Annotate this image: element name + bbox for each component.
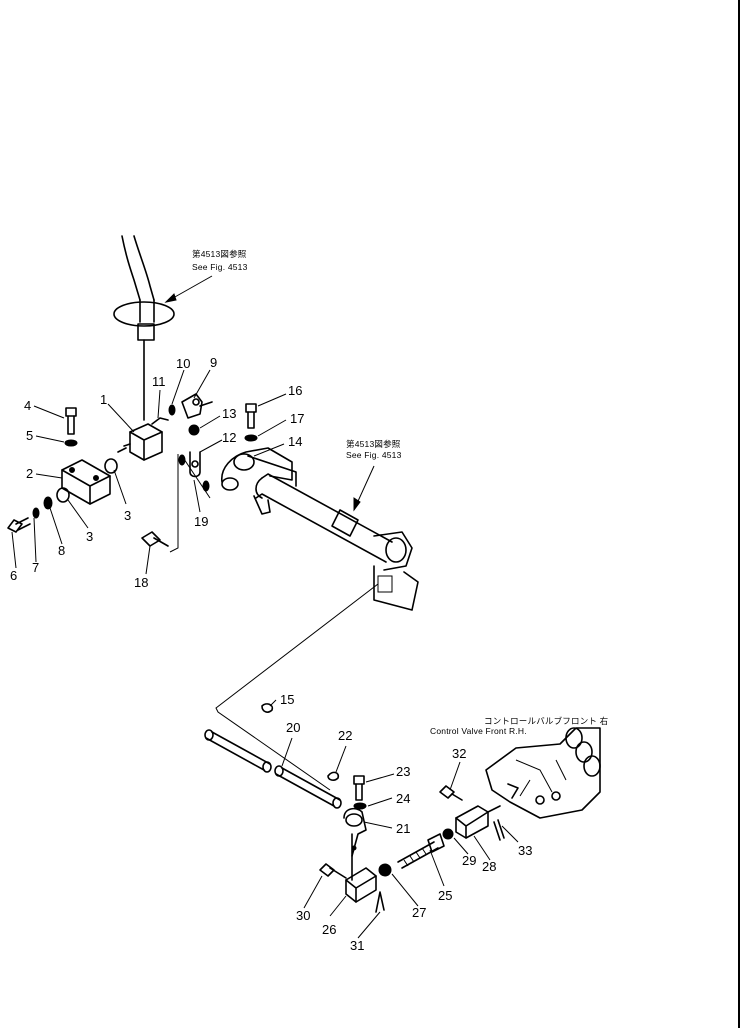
callout-13: 13 (222, 406, 236, 421)
washer-7 (32, 507, 40, 519)
bolt-32 (439, 785, 463, 801)
callout-3-lower: 3 (86, 529, 93, 544)
bushing-lower (56, 487, 70, 503)
callout-6: 6 (10, 568, 17, 583)
callout-18: 18 (134, 575, 148, 590)
leader-lines (11, 369, 519, 939)
callout-20: 20 (286, 720, 300, 735)
page-edge-line (738, 0, 740, 1028)
joint-28 (455, 805, 501, 839)
plate-19 (169, 454, 211, 553)
nut-29 (442, 828, 454, 840)
cotter-pin-31 (375, 891, 385, 913)
callout-9: 9 (210, 355, 217, 370)
bolt-23 (353, 775, 365, 801)
cross-shaft (253, 473, 419, 611)
callout-29: 29 (462, 853, 476, 868)
lever-21 (343, 807, 367, 881)
note-see-fig-mid-en: See Fig. 4513 (346, 450, 402, 460)
callout-32: 32 (452, 746, 466, 761)
bolt-16 (245, 403, 257, 429)
bolt-6 (7, 517, 31, 533)
pin-15 (261, 703, 274, 713)
rod-20 (204, 729, 342, 809)
control-lever (113, 235, 175, 421)
callout-26: 26 (322, 922, 336, 937)
callout-1: 1 (100, 392, 107, 407)
callout-17: 17 (290, 411, 304, 426)
threaded-rod-25 (397, 833, 445, 869)
callout-19: 19 (194, 514, 208, 529)
washer-5 (64, 439, 78, 447)
linkage-path-line (215, 583, 379, 791)
callout-10: 10 (176, 356, 190, 371)
callout-25: 25 (438, 888, 452, 903)
callout-4: 4 (24, 398, 31, 413)
rod-end-9 (181, 393, 213, 419)
bolt-4 (65, 407, 77, 435)
see-fig-top-leader (164, 275, 213, 303)
nut-13 (188, 424, 200, 436)
washer-8 (43, 496, 53, 510)
callout-28: 28 (482, 859, 496, 874)
callout-27: 27 (412, 905, 426, 920)
callout-8: 8 (58, 543, 65, 558)
see-fig-mid-leader (353, 465, 375, 512)
callout-15: 15 (280, 692, 294, 707)
nut-27 (378, 863, 392, 877)
clevis-26 (345, 867, 377, 903)
note-see-fig-top-jp: 第4513図参照 (192, 249, 247, 259)
callout-12: 12 (222, 430, 236, 445)
control-valve (485, 727, 601, 819)
lever-block (117, 423, 163, 461)
washer-24 (353, 802, 367, 810)
callout-2: 2 (26, 466, 33, 481)
note-see-fig-top-en: See Fig. 4513 (192, 262, 248, 272)
callout-labels: 1 2 3 3 4 5 6 7 8 9 10 11 12 13 14 15 16… (10, 355, 532, 953)
note-see-fig-mid-jp: 第4513図参照 (346, 439, 401, 449)
bolt-18 (141, 531, 169, 547)
callout-30: 30 (296, 908, 310, 923)
note-control-valve-en: Control Valve Front R.H. (430, 726, 527, 736)
bushing-upper (104, 458, 118, 474)
callout-5: 5 (26, 428, 33, 443)
note-control-valve-jp: コントロールバルブフロント 右 (484, 716, 608, 726)
callout-11: 11 (152, 374, 166, 389)
callout-23: 23 (396, 764, 410, 779)
callout-14: 14 (288, 434, 302, 449)
pin-11 (151, 417, 169, 425)
callout-3-upper: 3 (124, 508, 131, 523)
callout-33: 33 (518, 843, 532, 858)
callout-21: 21 (396, 821, 410, 836)
clevis-12 (189, 451, 201, 478)
nut-10 (168, 404, 176, 416)
callout-24: 24 (396, 791, 410, 806)
callout-7: 7 (32, 560, 39, 575)
callout-22: 22 (338, 728, 352, 743)
cotter-pin-33 (493, 819, 505, 841)
lever-arm-14 (221, 447, 297, 491)
callout-31: 31 (350, 938, 364, 953)
pin-22 (327, 771, 340, 781)
callout-16: 16 (288, 383, 302, 398)
bolt-30 (319, 863, 347, 879)
washer-17 (244, 434, 258, 442)
